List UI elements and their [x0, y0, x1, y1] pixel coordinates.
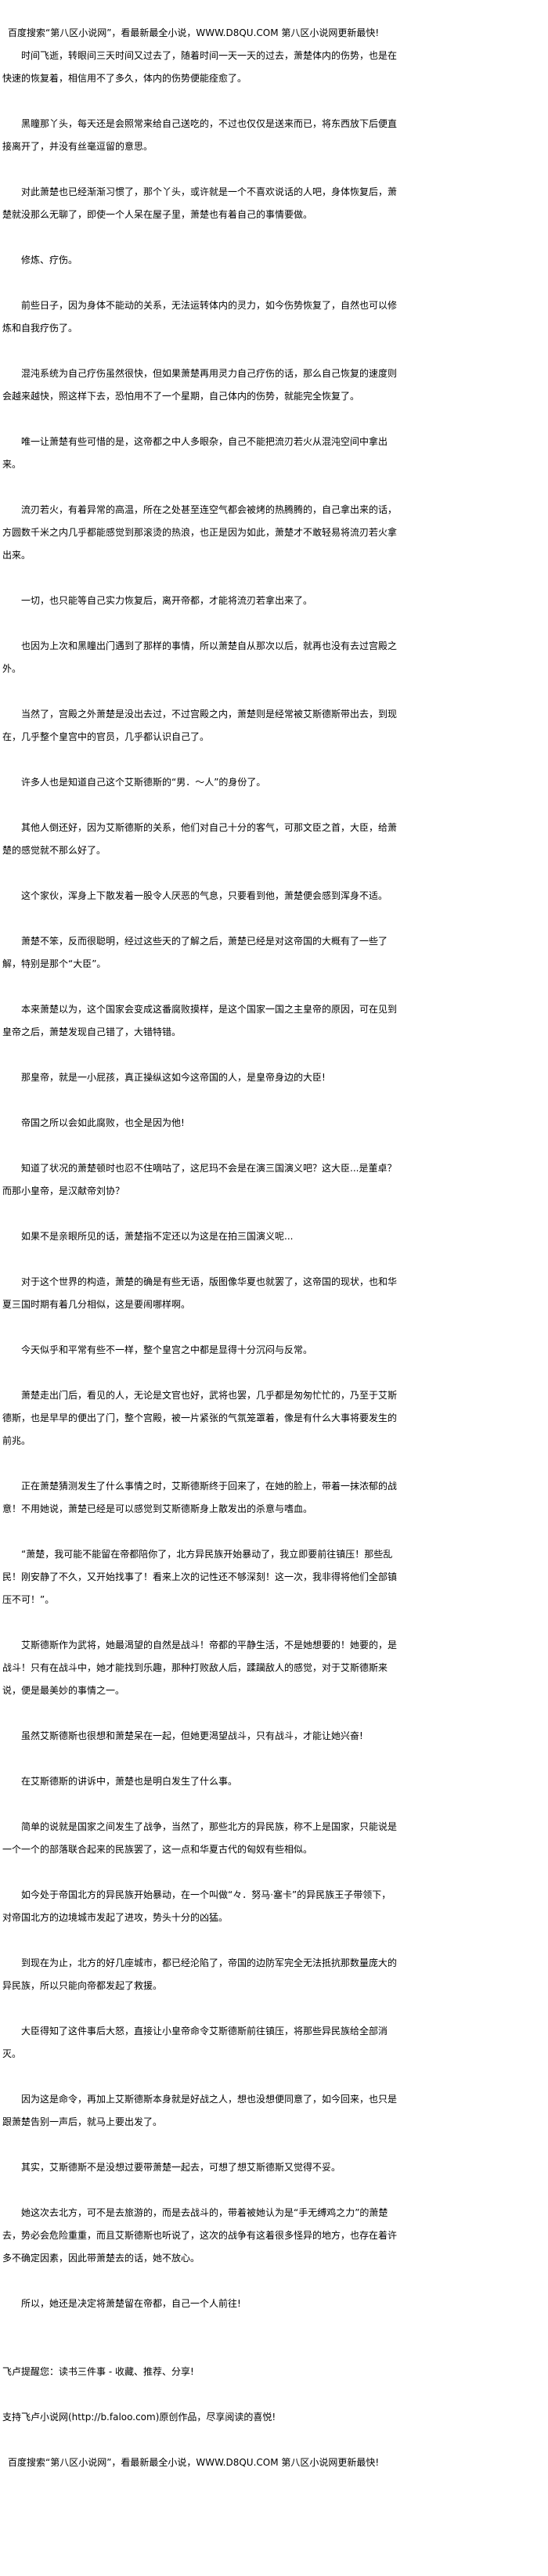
- paragraph: 艾斯德斯作为武将，她最渴望的自然是战斗！帝都的平静生活，不是她想要的！她要的，是…: [2, 1640, 398, 1696]
- paragraph: 知道了状况的萧楚顿时也忍不住嘀咕了，这尼玛不会是在演三国演义吧？这大臣...是董…: [2, 1163, 397, 1196]
- paragraph: 因为这是命令，再加上艾斯德斯本身就是好战之人，想也没想便同意了，如今回来，也只是…: [2, 2094, 398, 2127]
- paragraph: 唯一让萧楚有些可惜的是，这帝都之中人多眼杂，自己不能把流刃若火从混沌空间中拿出来…: [2, 436, 388, 470]
- footer-banner: 百度搜索“第八区小说网”，看最新最全小说，WWW.D8QU.COM 第八区小说网…: [8, 2457, 380, 2468]
- paragraph: 也因为上次和黑瞳出门遇到了那样的事情，所以萧楚自从那次以后，就再也没有去过宫殿之…: [2, 640, 398, 674]
- footer-support-link[interactable]: 支持飞卢小说网(http://b.faloo.com)原创作品，尽享阅读的喜悦!: [2, 2412, 276, 2423]
- paragraph: 流刃若火，有着异常的高温，所在之处甚至连空气都会被烤的热腾腾的，自己拿出来的话，…: [2, 504, 398, 561]
- paragraph: 萧楚不笨，反而很聪明，经过这些天的了解之后，萧楚已经是对这帝国的大概有了一些了解…: [2, 936, 388, 969]
- paragraph: 这个家伙，浑身上下散发着一股令人厌恶的气息，只要看到他，萧楚便会感到浑身不适。: [21, 890, 388, 901]
- paragraph: 修炼、疗伤。: [21, 254, 78, 265]
- paragraph: 虽然艾斯德斯也很想和萧楚呆在一起，但她更渴望战斗，只有战斗，才能让她兴奋!: [21, 1730, 363, 1741]
- paragraph: 时间飞逝，转眼间三天时间又过去了，随着时间一天一天的过去，萧楚体内的伤势，也是在…: [2, 50, 398, 84]
- paragraph: 当然了，宫殿之外萧楚是没出去过，不过宫殿之内，萧楚则是经常被艾斯德斯带出去，到现…: [2, 709, 398, 742]
- paragraph: 到现在为止，北方的好几座城市，都已经沦陷了，帝国的边防军完全无法抵抗那数量庞大的…: [2, 1957, 398, 1991]
- paragraph: 黑瞳那丫头，每天还是会照常来给自己送吃的，不过也仅仅是送来而已，将东西放下后便直…: [2, 118, 398, 152]
- paragraph: 大臣得知了这件事后大怒，直接让小皇帝命令艾斯德斯前往镇压，将那些异民族给全部消灭…: [2, 2026, 388, 2059]
- paragraph: 其他人倒还好，因为艾斯德斯的关系，他们对自己十分的客气，可那文臣之首，大臣，给萧…: [2, 822, 398, 856]
- paragraph: 在艾斯德斯的讲诉中，萧楚也是明白发生了什么事。: [21, 1776, 238, 1787]
- paragraph: 其实，艾斯德斯不是没想过要带萧楚一起去，可想了想艾斯德斯又觉得不妥。: [21, 2162, 341, 2173]
- paragraph: 今天似乎和平常有些不一样，整个皇宫之中都是显得十分沉闷与反常。: [21, 1344, 313, 1355]
- paragraph: 混沌系统为自己疗伤虽然很快，但如果萧楚再用灵力自己疗伤的话，那么自己恢复的速度则…: [2, 368, 398, 402]
- paragraph: 一切，也只能等自己实力恢复后，离开帝都，才能将流刃若拿出来了。: [21, 595, 313, 606]
- paragraph: “萧楚，我可能不能留在帝都陪你了，北方异民族开始暴动了，我立即要前往镇压！那些乱…: [2, 1549, 398, 1605]
- paragraph: 许多人也是知道自己这个艾斯德斯的“男．～人”的身份了。: [21, 777, 266, 788]
- header-banner: 百度搜索“第八区小说网”，看最新最全小说，WWW.D8QU.COM 第八区小说网…: [8, 27, 380, 38]
- paragraph: 正在萧楚猜测发生了什么事情之时，艾斯德斯终于回来了，在她的脸上，带着一抹浓郁的战…: [2, 1481, 398, 1514]
- paragraph: 本来萧楚以为，这个国家会变成这番腐败摸样，是这个国家一国之主皇帝的原因，可在见到…: [2, 1004, 398, 1037]
- footer-reminder: 飞卢提醒您：读书三件事 - 收藏、推荐、分享!: [2, 2366, 194, 2377]
- paragraph: 对于这个世界的构造，萧楚的确是有些无语，版图像华夏也就罢了，这帝国的现状，也和华…: [2, 1276, 398, 1310]
- chapter-document: 百度搜索“第八区小说网”，看最新最全小说，WWW.D8QU.COM 第八区小说网…: [2, 27, 400, 2468]
- paragraph: 如果不是亲眼所见的话，萧楚指不定还以为这是在拍三国演义呢...: [21, 1231, 294, 1242]
- chapter-body: 时间飞逝，转眼间三天时间又过去了，随着时间一天一天的过去，萧楚体内的伤势，也是在…: [2, 45, 400, 2315]
- paragraph: 她这次去北方，可不是去旅游的，而是去战斗的，带着被她认为是“手无缚鸡之力”的萧楚…: [2, 2207, 398, 2264]
- paragraph: 所以，她还是决定将萧楚留在帝都，自己一个人前往!: [21, 2298, 241, 2309]
- paragraph: 帝国之所以会如此腐败，也全是因为他!: [21, 1117, 185, 1128]
- paragraph: 前些日子，因为身体不能动的关系，无法运转体内的灵力，如今伤势恢复了，自然也可以修…: [2, 300, 398, 334]
- paragraph: 萧楚走出门后，看见的人，无论是文官也好，武将也罢，几乎都是匆匆忙忙的，乃至于艾斯…: [2, 1390, 398, 1446]
- paragraph: 对此萧楚也已经渐渐习惯了，那个丫头，或许就是一个不喜欢说话的人吧，身体恢复后，萧…: [2, 186, 398, 220]
- paragraph: 那皇帝，就是一小屁孩，真正操纵这如今这帝国的人，是皇帝身边的大臣!: [21, 1072, 326, 1083]
- paragraph: 如今处于帝国北方的异民族开始暴动，在一个叫做“々．努马·塞卡”的异民族王子带领下…: [2, 1889, 391, 1923]
- paragraph: 简单的说就是国家之间发生了战争，当然了，那些北方的异民族，称不上是国家，只能说是…: [2, 1821, 398, 1855]
